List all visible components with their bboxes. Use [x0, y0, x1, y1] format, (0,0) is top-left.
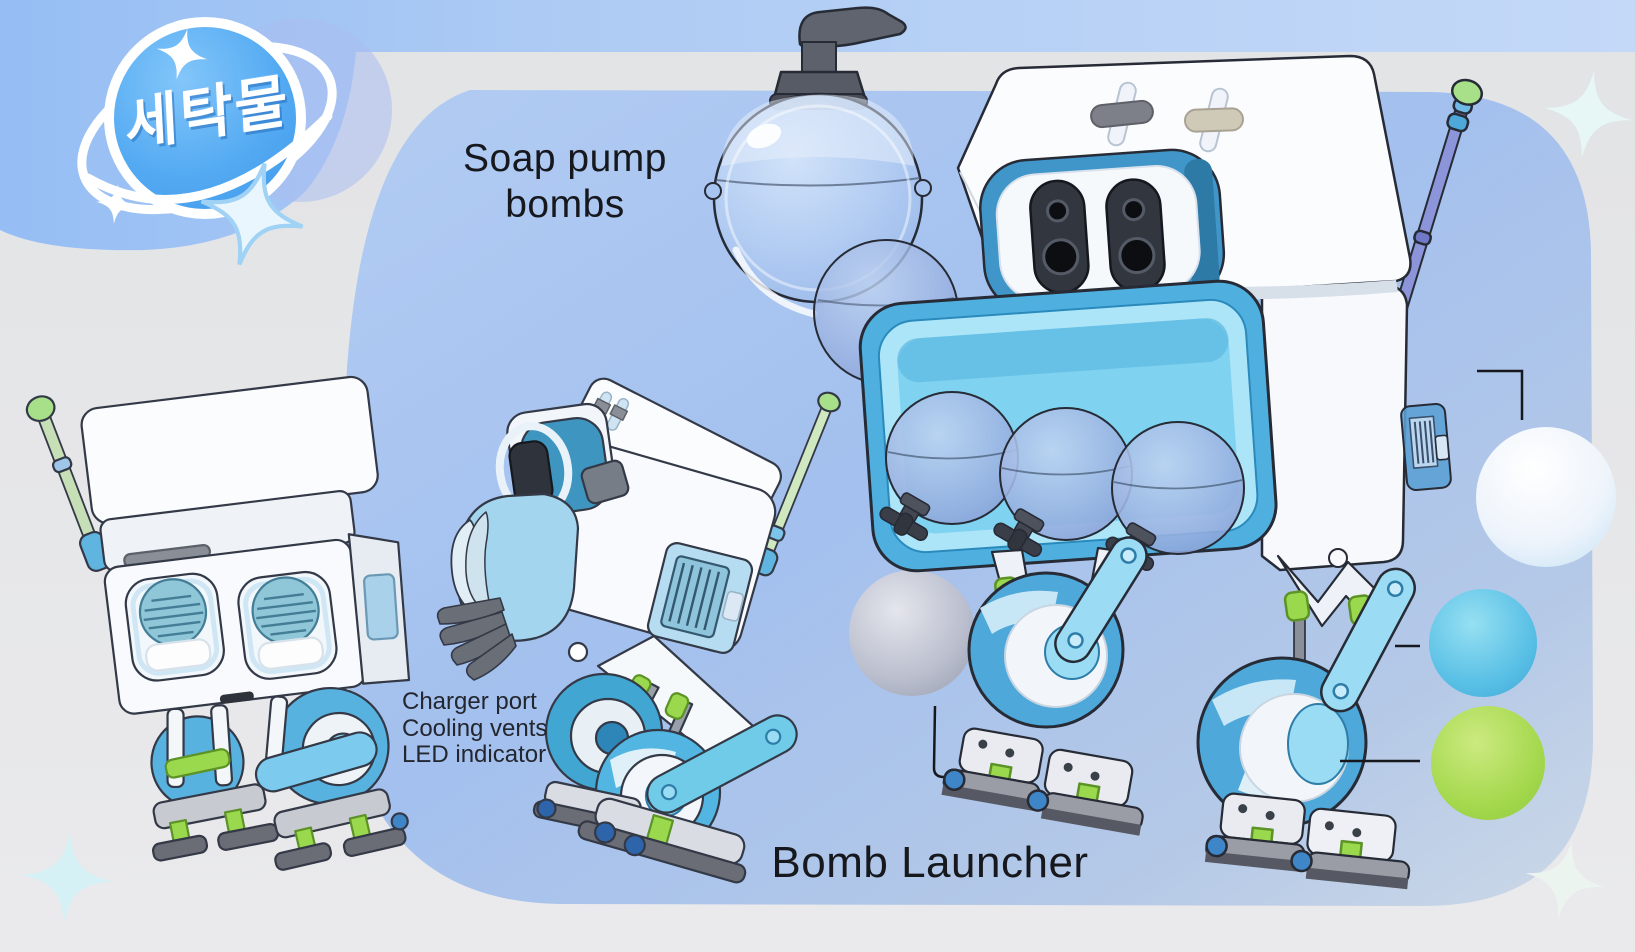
- robot-back-view: [25, 375, 411, 871]
- bomb-launcher-label: Bomb Launcher: [771, 838, 1089, 887]
- swatch-lime-green-sphere: [1431, 706, 1545, 820]
- antenna-tip: [25, 395, 56, 423]
- swatch-pearl-white-sphere: [1476, 427, 1616, 567]
- claw-fingers: [436, 597, 517, 681]
- soap-pump-bomb-illustration: [704, 6, 932, 318]
- chin-block: [580, 459, 630, 505]
- leg-left: [941, 536, 1148, 836]
- soap-pump-bombs-label: Soap pump bombs: [430, 136, 700, 228]
- soap-label-line2: bombs: [505, 183, 625, 226]
- wheel-arm: [646, 714, 798, 814]
- bottle-notch: [704, 182, 722, 200]
- led-indicator-dot: [567, 641, 589, 663]
- robot-side-view: [436, 377, 841, 884]
- logo-badge: [77, 17, 355, 277]
- camera-eye: [1105, 178, 1166, 293]
- antenna-tip: [817, 391, 841, 413]
- robot-front-view: [858, 54, 1484, 890]
- body-port-hole: [1328, 548, 1348, 568]
- antenna-tip: [1450, 78, 1484, 106]
- bottle-notch: [914, 179, 932, 197]
- pump-stem: [801, 41, 837, 75]
- wheel-arm: [254, 731, 378, 793]
- bottle-headspace: [722, 94, 914, 166]
- loaded-bomb: [993, 407, 1133, 557]
- body: [1260, 284, 1409, 572]
- lid-switch: [1090, 81, 1154, 147]
- led-indicator-label: LED indicator: [402, 741, 547, 768]
- body-vent-grille: [646, 542, 754, 654]
- charger-vent-hatch: [1400, 402, 1452, 492]
- leg-right: [1196, 554, 1416, 890]
- bottle-gloss: [746, 123, 782, 149]
- cooling-vent: [237, 570, 338, 680]
- lid-switch: [1184, 87, 1244, 153]
- charger-port-slot: [219, 691, 254, 704]
- antenna-ring: [51, 456, 73, 474]
- ski-foot: [577, 797, 747, 884]
- leg-green-wrap: [664, 692, 690, 720]
- soap-label-line1: Soap pump: [463, 137, 667, 180]
- charger-port-label: Charger port: [402, 688, 537, 715]
- camera-eye: [1029, 179, 1090, 295]
- liquid-line: [715, 177, 921, 187]
- leg-green-bar: [164, 748, 231, 779]
- face-visor: [979, 148, 1226, 314]
- logo-circle: [104, 17, 306, 219]
- ski-foot: [1204, 792, 1411, 890]
- swatch-sky-blue-sphere: [1429, 589, 1537, 697]
- antenna: [1391, 78, 1484, 321]
- feature-callout-label: Charger port Cooling vents LED indicator: [402, 688, 622, 769]
- ski-foot: [273, 788, 409, 871]
- cooling-vents-label: Cooling vents: [402, 714, 548, 742]
- ski-foot: [941, 727, 1144, 836]
- side-window: [362, 573, 399, 641]
- metal-bomb-sphere: [849, 570, 975, 696]
- ski-foot: [151, 783, 280, 862]
- bottle-highlight: [732, 246, 818, 318]
- swatch-callout-lines: [1340, 369, 1524, 763]
- cooling-vent: [124, 572, 225, 682]
